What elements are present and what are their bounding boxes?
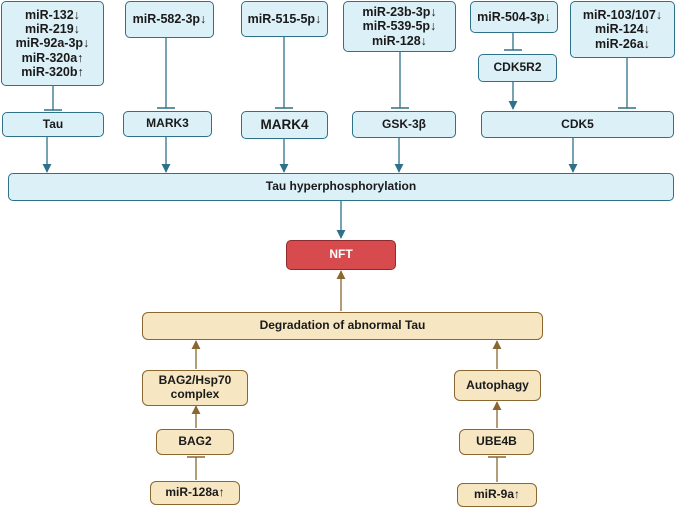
mirna-box-mark4: miR-515-5p↓ — [241, 1, 328, 37]
hyperphosphorylation-label: Tau hyperphosphorylation — [265, 179, 417, 194]
nft-box: NFT — [286, 240, 396, 270]
target-box-tau: Tau — [2, 112, 104, 137]
mirna-box-cdk5: miR-103/107↓ miR-124↓ miR-26a↓ — [570, 1, 675, 58]
autophagy-box: Autophagy — [454, 370, 541, 401]
mirna-label: miR-132↓ — [25, 7, 80, 22]
target-box-cdk5: CDK5 — [481, 111, 674, 138]
mirna-label: miR-92a-3p↓ — [15, 36, 90, 51]
mirna-box-9a: miR-9a↑ — [457, 483, 537, 507]
complex-label: BAG2/Hsp70 complex — [158, 373, 232, 401]
target-label: MARK4 — [260, 117, 309, 133]
mirna-label: miR-23b-3p↓ — [362, 4, 437, 19]
mirna-label: miR-219↓ — [25, 21, 80, 36]
mirna-label: miR-9a↑ — [473, 487, 520, 502]
target-label: MARK3 — [146, 116, 189, 131]
mirna-label: miR-515-5p↓ — [247, 11, 322, 26]
target-label: CDK5R2 — [493, 60, 542, 75]
mirna-label: miR-128a↑ — [165, 485, 225, 500]
mirna-label: miR-128↓ — [372, 33, 427, 48]
nft-label: NFT — [329, 247, 353, 262]
bag2-label: BAG2 — [178, 434, 212, 449]
mirna-box-gsk3b: miR-23b-3p↓ miR-539-5p↓ miR-128↓ — [343, 1, 456, 52]
ube4b-box: UBE4B — [459, 429, 534, 455]
bag2-hsp70-complex-box: BAG2/Hsp70 complex — [142, 370, 248, 406]
mirna-box-cdk5r2: miR-504-3p↓ — [470, 1, 558, 33]
mirna-label: miR-124↓ — [595, 22, 650, 37]
mirna-box-mark3: miR-582-3p↓ — [125, 1, 214, 38]
bag2-box: BAG2 — [156, 429, 234, 455]
target-label: GSK-3β — [382, 116, 426, 131]
mirna-label: miR-320b↑ — [21, 65, 84, 80]
mirna-label: miR-504-3p↓ — [477, 9, 551, 24]
autophagy-label: Autophagy — [466, 377, 529, 392]
mirna-label: miR-539-5p↓ — [362, 19, 437, 34]
target-label: Tau — [42, 116, 64, 131]
mirna-box-128a: miR-128a↑ — [150, 481, 240, 505]
mirna-label: miR-320a↑ — [21, 50, 84, 65]
degradation-label: Degradation of abnormal Tau — [259, 318, 426, 333]
target-label: CDK5 — [561, 116, 594, 131]
target-box-gsk3b: GSK-3β — [352, 111, 456, 138]
mirna-label: miR-582-3p↓ — [132, 12, 207, 27]
ube4b-label: UBE4B — [476, 434, 517, 449]
degradation-box: Degradation of abnormal Tau — [142, 312, 543, 340]
target-box-mark4: MARK4 — [241, 111, 328, 139]
mirna-box-tau: miR-132↓ miR-219↓ miR-92a-3p↓ miR-320a↑ … — [1, 1, 104, 86]
hyperphosphorylation-box: Tau hyperphosphorylation — [8, 173, 674, 201]
mirna-label: miR-103/107↓ — [582, 7, 663, 22]
target-box-mark3: MARK3 — [123, 111, 212, 137]
mirna-label: miR-26a↓ — [595, 36, 650, 51]
target-box-cdk5r2: CDK5R2 — [478, 54, 557, 82]
